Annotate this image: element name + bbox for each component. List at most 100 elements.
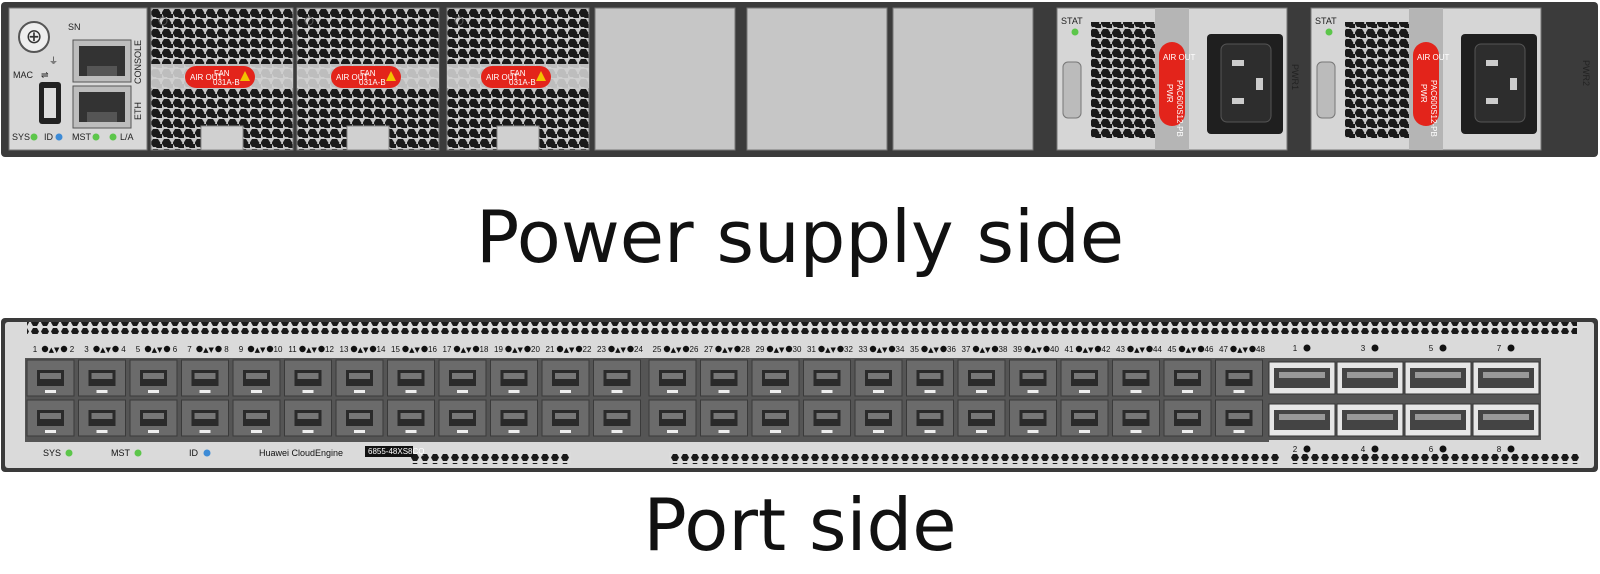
sfp-port[interactable] (906, 359, 954, 397)
sfp-port-led (1146, 345, 1153, 353)
sfp-port-led (627, 345, 634, 353)
fan-badge (331, 66, 401, 88)
sfp-port-arrow-icon: ▲▼ (722, 346, 733, 354)
sfp-port[interactable] (284, 359, 332, 397)
warning-icon (240, 71, 250, 81)
power-module-2[interactable]: STAT AIR OUT PWR PAC600S12-PB (1310, 7, 1542, 151)
qsfp-port[interactable] (1472, 361, 1540, 395)
sfp-port[interactable] (803, 399, 851, 437)
sfp-port[interactable] (751, 359, 800, 397)
power-supply-side-caption: Power supply side (475, 195, 1125, 279)
sfp-port[interactable] (490, 359, 538, 397)
qsfp-port[interactable] (1268, 403, 1336, 437)
qsfp-port-led (1371, 344, 1379, 352)
front-led-label-sys: SYS (43, 448, 61, 458)
sfp-port[interactable] (1163, 399, 1212, 437)
sfp-port[interactable] (1060, 399, 1109, 437)
sfp-port[interactable] (78, 399, 126, 437)
sfp-port-number: 16 (428, 345, 437, 354)
sfp-port[interactable] (751, 399, 800, 437)
sfp-port[interactable] (541, 399, 590, 437)
fan-air-label: AIR OUT (336, 73, 369, 82)
sfp-port[interactable] (803, 359, 851, 397)
power-module-1[interactable]: STAT AIR OUT PWR PAC600S12-PB (1056, 7, 1288, 151)
front-led-label-id: ID (189, 448, 199, 458)
sfp-port[interactable] (700, 359, 748, 397)
sfp-port[interactable] (593, 359, 641, 397)
sfp-port[interactable] (1112, 399, 1160, 437)
sfp-port[interactable] (957, 359, 1006, 397)
sfp-port[interactable] (232, 359, 281, 397)
sfp-port[interactable] (1009, 399, 1057, 437)
sfp-port[interactable] (335, 399, 384, 437)
sfp-port[interactable] (1112, 359, 1160, 397)
qsfp-port[interactable] (1404, 403, 1472, 437)
sfp-port[interactable] (1163, 359, 1212, 397)
qsfp-port[interactable] (1404, 361, 1472, 395)
front-id-led (203, 449, 211, 457)
sfp-port[interactable] (335, 359, 384, 397)
fan-air-label: AIR OUT (190, 73, 223, 82)
sfp-port[interactable] (593, 399, 641, 437)
sfp-port[interactable] (1215, 359, 1263, 397)
qsfp-port[interactable] (1268, 361, 1336, 395)
led-label-sys: SYS (12, 132, 30, 142)
sfp-port-number: 19 (494, 345, 503, 354)
sfp-port-arrow-icon: ▲▼ (825, 346, 836, 354)
sfp-port[interactable] (648, 399, 697, 437)
sfp-port[interactable] (78, 359, 126, 397)
sfp-port[interactable] (387, 399, 435, 437)
sfp-port-number: 6 (173, 345, 178, 354)
sfp-port[interactable] (957, 399, 1006, 437)
sfp-port[interactable] (181, 359, 229, 397)
sfp-port[interactable] (648, 359, 697, 397)
fan-handle[interactable] (346, 125, 390, 151)
psu-handle[interactable] (1316, 61, 1336, 119)
sfp-port-led (41, 345, 49, 353)
sfp-port[interactable] (129, 399, 178, 437)
sfp-port[interactable] (1060, 359, 1109, 397)
sfp-port[interactable] (438, 399, 487, 437)
sfp-port[interactable] (26, 359, 75, 397)
sfp-port[interactable] (232, 399, 281, 437)
sfp-port-led (215, 345, 222, 353)
sfp-port[interactable] (1009, 359, 1057, 397)
sfp-port[interactable] (438, 359, 487, 397)
sfp-port-number: 46 (1205, 345, 1214, 354)
fan-module-2[interactable]: AIR OUT FAN 031A-B (296, 7, 440, 151)
sfp-port[interactable] (854, 399, 903, 437)
sfp-port-led (608, 345, 615, 353)
sfp-port-arrow-icon: ▲▼ (358, 346, 369, 354)
sfp-port[interactable] (490, 399, 538, 437)
qsfp-port[interactable] (1336, 361, 1404, 395)
sfp-port[interactable] (854, 359, 903, 397)
sfp-port[interactable] (129, 359, 178, 397)
qsfp-port[interactable] (1336, 403, 1404, 437)
sfp-port[interactable] (700, 399, 748, 437)
sfp-port[interactable] (1215, 399, 1263, 437)
sfp-port[interactable] (181, 399, 229, 437)
sfp-port[interactable] (26, 399, 75, 437)
pwr1-slot-label: PWR1 (1290, 64, 1300, 90)
sfp-port[interactable] (284, 399, 332, 437)
sfp-port-number: 29 (756, 345, 765, 354)
sfp-port-number: 24 (634, 345, 643, 354)
fan-module-3[interactable]: AIR OUT FAN 031A-B (446, 7, 590, 151)
fan-handle[interactable] (496, 125, 540, 151)
sfp-port[interactable] (541, 359, 590, 397)
sfp-port-arrow-icon: ▲▼ (564, 346, 575, 354)
console-label: CONSOLE (133, 40, 143, 84)
fan-handle[interactable] (200, 125, 244, 151)
psu-handle[interactable] (1062, 61, 1082, 119)
fan-module-1[interactable]: AIR OUT FAN 031A-B (150, 7, 294, 151)
sfp-port-number: 17 (443, 345, 452, 354)
stat-label: STAT (1061, 16, 1083, 26)
qsfp-port[interactable] (1472, 403, 1540, 437)
psu-model: PAC600S12-PB (1175, 80, 1184, 137)
blank-filler-panel (746, 7, 888, 151)
sfp-port[interactable] (906, 399, 954, 437)
fan-badge (185, 66, 255, 88)
sfp-port[interactable] (387, 359, 435, 397)
